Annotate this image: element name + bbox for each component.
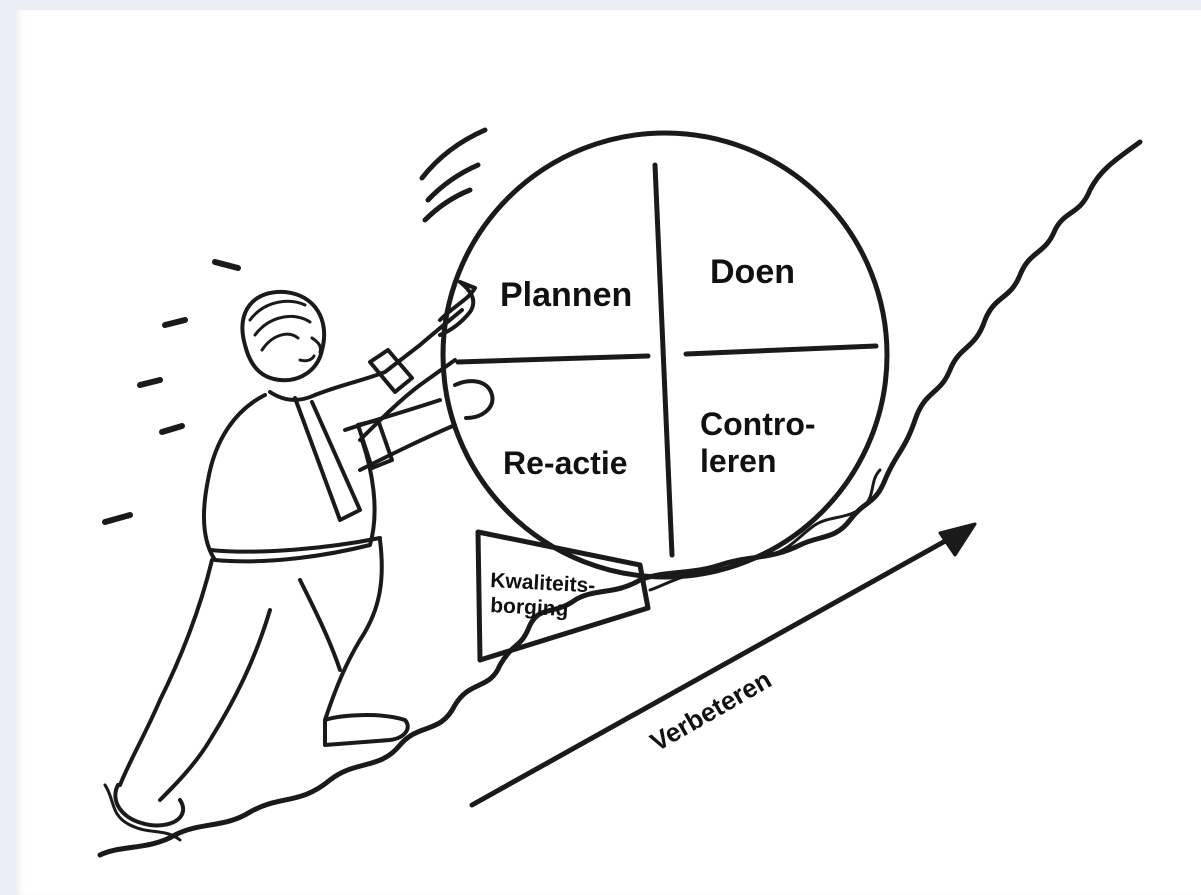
wheel-vertical-divider [655,165,672,555]
pdca-wheel: Plannen Doen Contro- leren Re-actie [443,133,887,577]
quadrant-check-label-line1: Contro- [700,406,816,442]
arrow-head [940,524,975,555]
wedge-label-line2: borging [490,594,569,621]
quadrant-plan-label: Plannen [500,276,632,314]
mountain-slope [100,142,1140,855]
climber-figure [115,282,492,825]
quality-wedge: Kwaliteits- borging [478,532,648,660]
arrow-label: Verbeteren [645,664,776,757]
quadrant-check-label-line2: leren [700,443,776,479]
wedge-label-line1: Kwaliteits- [490,569,596,597]
wheel-horizontal-divider [458,346,876,362]
motion-marks [105,130,485,522]
quadrant-act-label: Re-actie [503,445,628,481]
quadrant-do-label: Doen [710,253,795,291]
